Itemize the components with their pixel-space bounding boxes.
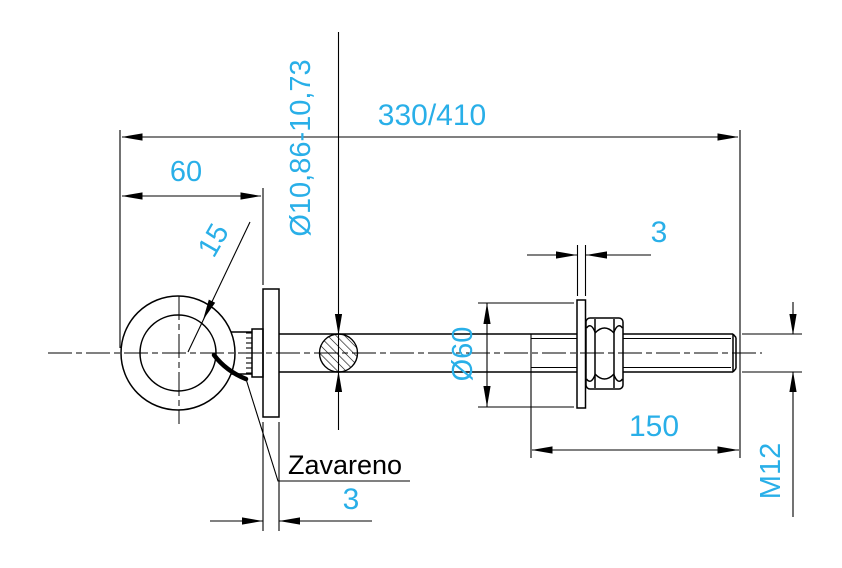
dimension-plate-thickness: 3 bbox=[210, 422, 372, 531]
thread-lines bbox=[531, 337, 731, 369]
hex-nut bbox=[585, 317, 624, 390]
rod-diameter-label: Ø10,86-10,73 bbox=[285, 59, 317, 236]
eye-width-label: 60 bbox=[170, 156, 202, 188]
dimension-thread-length: 150 bbox=[530, 334, 739, 458]
dimension-thread-designation: M12 bbox=[742, 302, 802, 517]
weld-note-label: Zavareno bbox=[288, 450, 402, 480]
washer-diameter-label: Ø60 bbox=[447, 327, 479, 382]
weld-leader: Zavareno bbox=[211, 352, 410, 482]
weld-bead bbox=[211, 352, 249, 382]
dimension-rod-diameter: Ø10,86-10,73 bbox=[285, 32, 343, 430]
weld-serration-ticks bbox=[246, 332, 252, 374]
weld-plate bbox=[262, 288, 280, 418]
thread-designation-label: M12 bbox=[755, 443, 787, 499]
eye-bar-diameter-label: 15 bbox=[192, 219, 236, 263]
dimension-overall-length: 330/410 bbox=[119, 99, 741, 458]
dimension-washer-thickness: 3 bbox=[527, 216, 667, 296]
washer-thickness-label: 3 bbox=[651, 216, 668, 249]
dimension-eye-width: 60 bbox=[121, 156, 264, 285]
washer bbox=[576, 299, 587, 409]
eye-ring bbox=[120, 295, 236, 411]
overall-length-label: 330/410 bbox=[378, 99, 486, 132]
centerlines bbox=[48, 296, 762, 424]
rod bbox=[279, 333, 737, 373]
plate-thickness-label: 3 bbox=[343, 483, 360, 516]
dimension-washer-diameter: Ø60 bbox=[447, 302, 574, 408]
thread-length-label: 150 bbox=[629, 410, 679, 443]
